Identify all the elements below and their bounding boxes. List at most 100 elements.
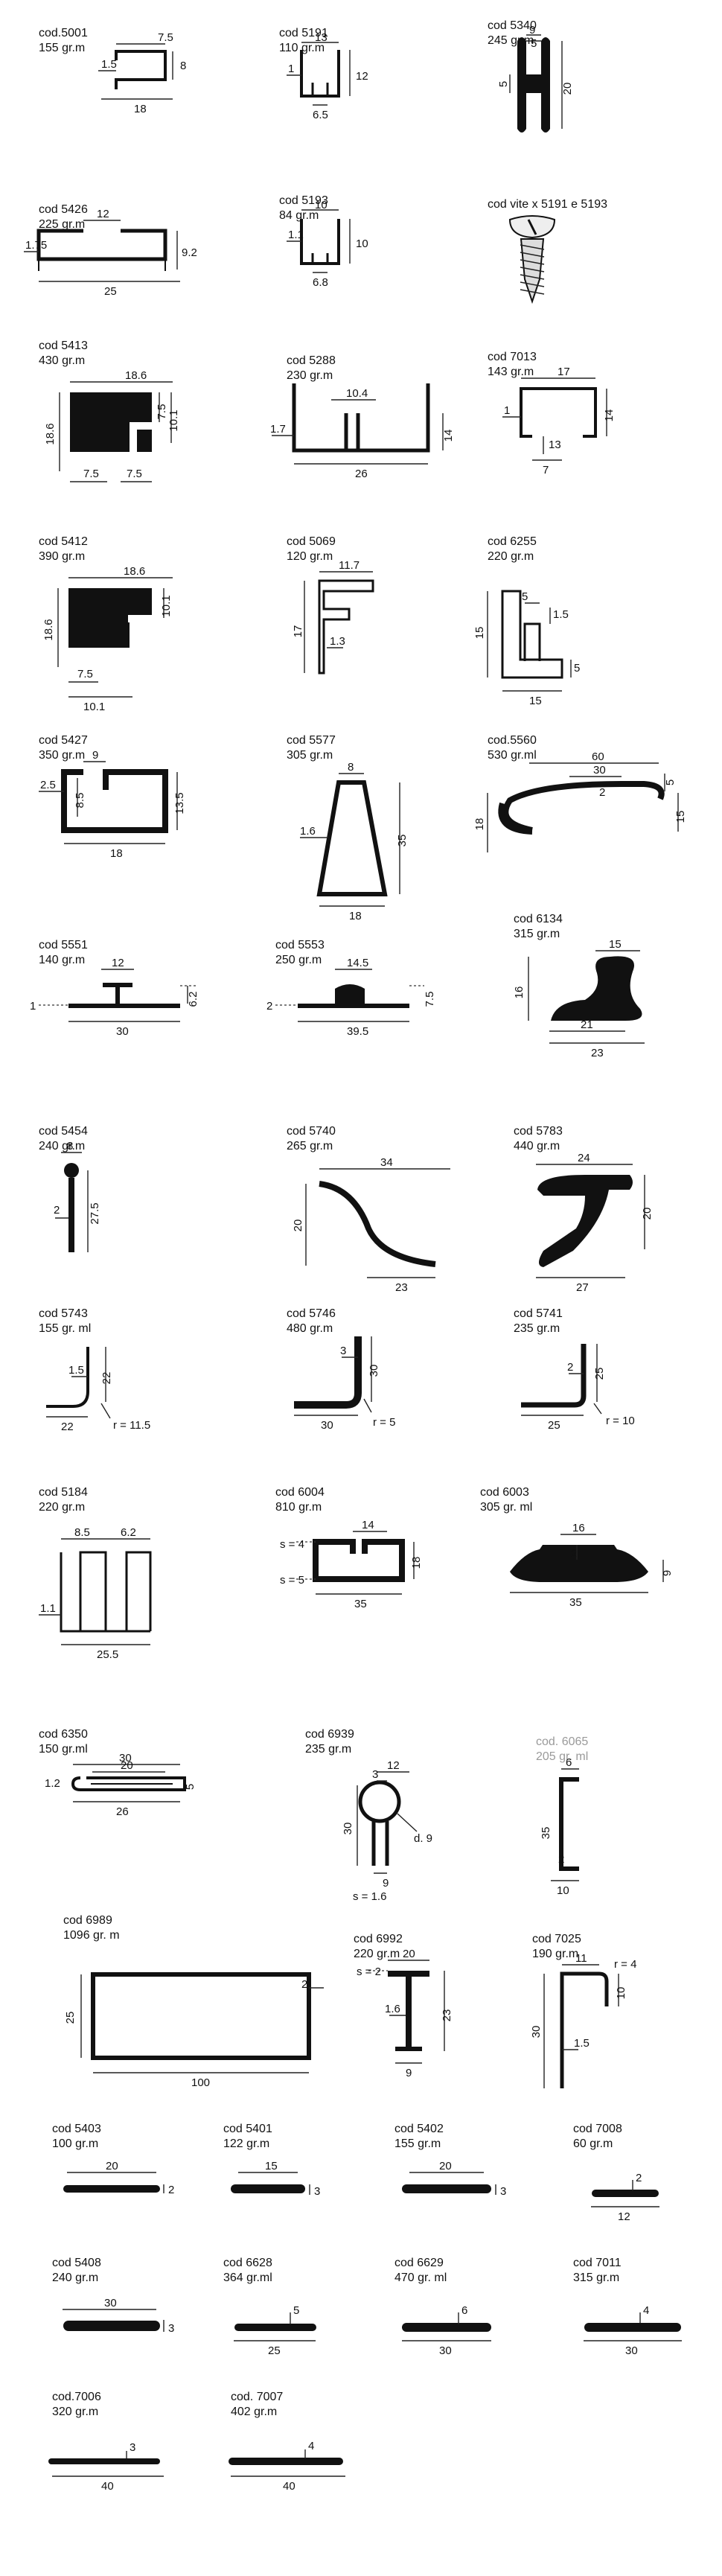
dimension-label: 7.5 [77,668,93,680]
profile-weight: 235 gr.m [305,1743,352,1756]
dimension-label: r = 11.5 [113,1419,150,1432]
dimension-label: 8 [180,60,186,72]
dimension-label: 18.6 [44,423,57,444]
dimension-label: r = 10 [606,1415,635,1427]
profile-weight: 305 gr. ml [480,1501,533,1514]
dimension-label: 18.6 [42,619,55,640]
profile-code: cod.5001 [39,27,88,39]
profile-code: cod 5551 [39,939,88,951]
profile-code: cod 5191 [279,27,328,39]
dimension-label: 16 [572,1522,585,1534]
profile-weight: 220 gr.m [39,1501,86,1514]
dimension-label: 1.1 [288,229,304,241]
profile-weight: 155 gr.m [39,42,86,54]
dimension-label: 25 [548,1419,560,1432]
profile-weight: 190 gr.m [532,1948,579,1960]
dimension-label: 24 [578,1152,590,1164]
profile-section [71,1776,186,1791]
dimension-label: 1.3 [330,635,345,648]
solid-block [107,430,130,452]
profile-code: cod 5783 [514,1125,563,1138]
dimension-label: 2 [571,1547,577,1560]
profile-weight: 140 gr.m [39,954,86,966]
dimension-label: 21 [581,1018,593,1031]
profile-section [300,50,340,98]
profile-code: cod 6629 [394,2257,444,2269]
dimension-label: 2 [636,2172,642,2184]
dimension-label: 30 [104,2297,117,2309]
dimension-label: 23 [441,2009,453,2022]
profile-code: cod 5193 [279,194,328,207]
solid-block [107,622,130,648]
dimension-label: r = 5 [373,1416,395,1429]
dimension-label: 8 [348,761,354,774]
profile-weight: 250 gr.m [275,954,322,966]
profile-weight: 350 gr.m [39,749,86,762]
profile-weight: 240 gr.m [39,1140,86,1152]
profile-section [294,1336,362,1409]
profile-drawing: 2 12 [591,2172,659,2223]
profile-code: cod. 6065 [536,1735,589,1748]
cap [335,984,365,1004]
profile-section [498,802,533,835]
profile-section [115,50,167,89]
profile-code: cod.7006 [52,2391,101,2403]
profile-drawing: 630 [402,2304,491,2357]
dimension-label: 3 [314,2185,320,2198]
profile-section [521,1344,587,1408]
dimension-label: 13 [315,31,328,44]
dimension-label: 6.2 [187,992,199,1007]
profile-code: cod 6350 [39,1728,88,1741]
profile-drawing: 121.759.225 [24,208,197,298]
dimension-label: 1.6 [300,825,316,838]
dimension-label: 20 [292,1220,304,1232]
profile-code: cod 5412 [39,535,88,548]
profile-section [61,769,168,833]
profile-weight: 230 gr.m [287,369,333,382]
dimension-label: 15 [674,811,687,823]
dimension-label: 12 [618,2210,630,2223]
profile-weight: 220 gr.m [354,1948,400,1960]
dimension-label: 13 [549,439,561,451]
dimension-label: 4 [308,2440,314,2452]
dimension-label: 14 [362,1519,374,1531]
dimension-label: 10.4 [346,387,368,400]
dimension-label: 22 [61,1421,74,1433]
dimension-label: 9 [92,749,98,762]
profile-weight: 122 gr.m [223,2137,270,2150]
cap [103,983,132,987]
profile-section [551,956,642,1021]
dimension-label: 6 [566,1756,572,1769]
dimension-label: 6.2 [121,1526,136,1539]
profile-code: cod 5577 [287,734,336,747]
dimension-label: 14.5 [347,957,368,969]
dimension-label: 7 [543,464,549,476]
dimension-label: 5 [664,780,677,785]
flat-bar-section [229,2458,343,2465]
dimension-label: 9 [529,24,535,36]
profile-weight: 150 gr.ml [39,1743,88,1756]
dimension-label: 2 [558,1853,564,1866]
dimension-label: 1.5 [553,608,569,621]
profile-code: cod 5401 [223,2123,272,2135]
profile-code: cod 6004 [275,1486,325,1499]
profile-section [523,622,541,661]
dimension-label: 12 [112,957,124,969]
dimension-label: 2 [301,1978,307,1991]
profile-section [115,50,139,60]
profile-code: cod 5408 [52,2257,101,2269]
profile-weight: 315 gr.m [573,2271,620,2284]
profile-code: cod 5288 [287,354,336,367]
profile-weight: 470 gr. ml [394,2271,447,2284]
profile-weight: 305 gr.m [287,749,333,762]
dimension-label: 5 [531,37,537,50]
dimension-label: 35 [540,1827,552,1840]
flat-bar-section [63,2321,160,2331]
